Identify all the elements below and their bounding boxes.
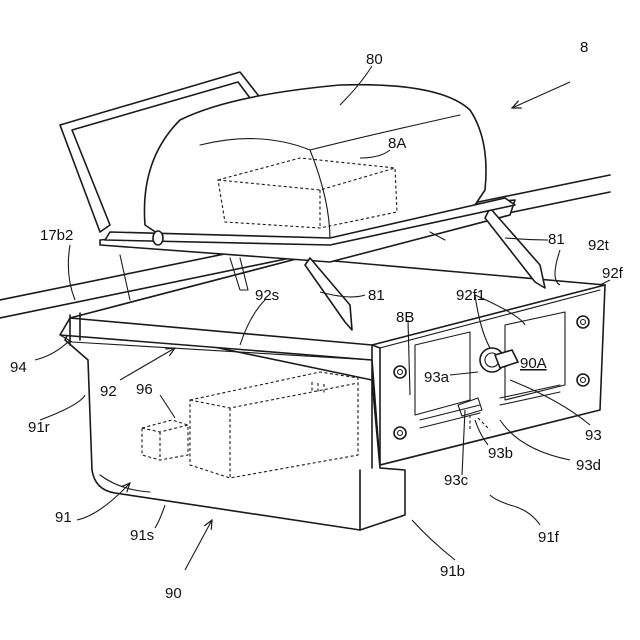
label-93b: 93b <box>488 445 513 462</box>
label-93d: 93d <box>576 457 601 474</box>
label-93: 93 <box>585 427 602 444</box>
label-91b: 91b <box>440 563 465 580</box>
label-8B: 8B <box>396 309 414 326</box>
label-92f1: 92f1 <box>456 287 485 304</box>
label-96: 96 <box>136 381 153 398</box>
label-91: 91 <box>55 509 72 526</box>
label-92f: 92f <box>602 265 624 282</box>
label-91s: 91s <box>130 527 154 544</box>
label-91f: 91f <box>538 529 560 546</box>
label-91r: 91r <box>28 419 50 436</box>
label-94: 94 <box>10 359 27 376</box>
label-17b2: 17b2 <box>40 227 73 244</box>
label-90A: 90A <box>520 355 547 372</box>
label-92: 92 <box>100 383 117 400</box>
label-90: 90 <box>165 585 182 602</box>
label-93c: 93c <box>444 472 469 489</box>
label-81-center: 81 <box>368 287 385 304</box>
label-81-right: 81 <box>548 231 565 248</box>
label-8: 8 <box>580 39 588 56</box>
label-80: 80 <box>366 51 383 68</box>
label-93a: 93a <box>424 369 450 386</box>
label-92s: 92s <box>255 287 279 304</box>
label-8A: 8A <box>388 135 406 152</box>
label-92t: 92t <box>588 237 610 254</box>
